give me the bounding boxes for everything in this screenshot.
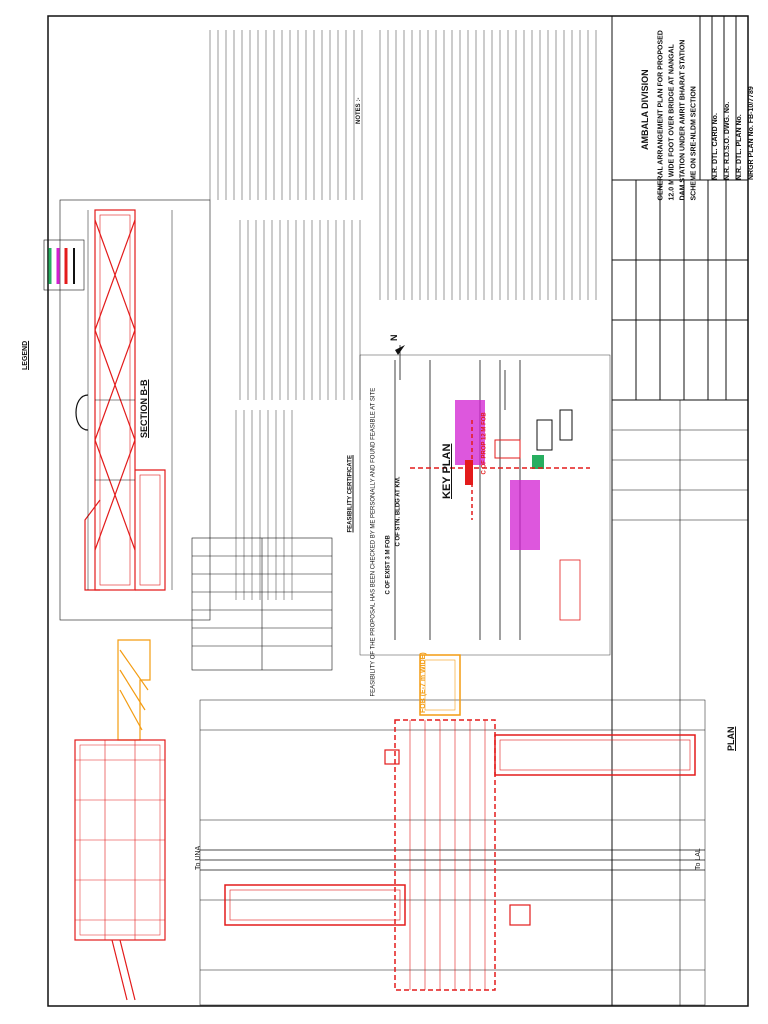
- section-bb-elevation: [75, 209, 166, 591]
- title-heading-line-2: 12.0 M WIDE FOOT OVER BRIDGE AT NANGAL: [668, 44, 676, 201]
- title-heading-line-3: DAM STATION UNDER AMRIT BHARAT STATION: [679, 39, 687, 201]
- notes-text-lines: [209, 30, 597, 600]
- section-dim-lines: [87, 210, 173, 590]
- title-ref-line-3: N.R. DTL. PLAN No.: [736, 114, 743, 180]
- legend-title: LEGEND: [22, 340, 29, 370]
- fob-sign-label: FOB (E-7 m WIDE): [420, 652, 427, 713]
- exist-fob-centerline-label: C OF EXIST 3 M FOB: [385, 535, 392, 595]
- feasibility-text: FEASIBILITY OF THE PROPOSAL HAS BEEN CHE…: [370, 387, 377, 697]
- title-heading-line-1: GENERAL ARRANGEMENT PLAN FOR PROPOSED: [657, 30, 665, 201]
- prop-fob-centerline-label: C OF PROP 12 M FOB: [481, 412, 488, 475]
- notes-heading: NOTES :-: [356, 97, 362, 124]
- title-ref-line-1: N.R. DTL. CARD No.: [712, 113, 719, 180]
- main-plan: [199, 654, 706, 1006]
- title-block: [611, 15, 749, 1007]
- title-ref-line-4: NRGR PLAN No. FB-10/7789: [748, 86, 755, 180]
- stn-bldg-centerline-label: C OF STN. BLDG AT KM.: [395, 476, 402, 547]
- key-plan: [359, 345, 611, 656]
- key-plan-title: KEY PLAN: [441, 443, 453, 499]
- plan-title: PLAN: [726, 726, 736, 752]
- title-division: AMBALA DIVISION: [640, 69, 650, 150]
- section-frame: [59, 199, 211, 621]
- plan-to-right-label: To LAL: [695, 848, 702, 870]
- plan-to-left-label: To UNA: [195, 845, 202, 870]
- feasibility-heading: FEASIBILITY CERTIFICATE: [347, 455, 354, 533]
- quantity-table: [191, 537, 333, 671]
- section-bb-title: SECTION B-B: [139, 379, 149, 439]
- elevation-lower-left: [74, 639, 166, 1001]
- legend-box: [43, 239, 85, 291]
- title-heading-line-4: SCHEME ON SRE-NLDM SECTION: [690, 86, 698, 201]
- north-arrow-label: N: [389, 334, 399, 342]
- title-ref-line-2: N.R. R.D.S.O. DWG. No.: [724, 101, 731, 180]
